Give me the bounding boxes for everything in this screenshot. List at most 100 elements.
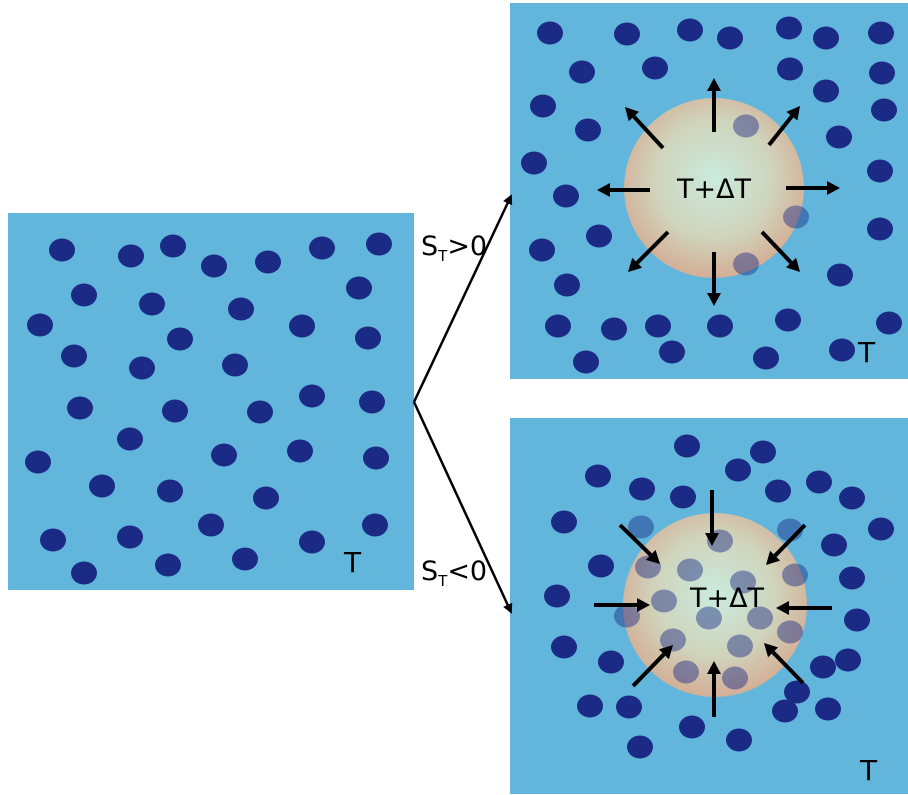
particle-dot: [157, 479, 183, 503]
particle-dot: [309, 236, 335, 260]
branch-negative-subscript: T: [437, 572, 448, 590]
particle-dot: [228, 297, 254, 321]
particle-dot: [813, 26, 839, 50]
particle-dot: [588, 554, 614, 578]
particle-dot: [289, 314, 315, 338]
initial-temperature-label: T: [343, 546, 362, 579]
branch-positive-subscript: T: [437, 247, 448, 265]
particle-dot: [359, 390, 385, 414]
particle-dot: [554, 273, 580, 297]
particle-dot: [673, 660, 699, 684]
particle-dot: [253, 486, 279, 510]
particle-dot: [696, 606, 722, 630]
particle-dot: [670, 485, 696, 509]
arrow-icon: [625, 107, 665, 150]
particle-dot: [49, 238, 75, 262]
particle-dot: [645, 314, 671, 338]
arrow-icon: [776, 601, 832, 615]
initial-panel: T: [8, 213, 414, 590]
particle-dot: [753, 346, 779, 370]
particle-dot: [659, 340, 685, 364]
particle-dot: [211, 443, 237, 467]
particle-dot: [71, 283, 97, 307]
arrow-icon: [594, 598, 650, 612]
particle-dot: [586, 224, 612, 248]
particle-dot: [601, 317, 627, 341]
particle-dot: [747, 606, 773, 630]
particle-dot: [835, 648, 861, 672]
particle-dot: [355, 326, 381, 350]
particle-dot: [810, 655, 836, 679]
particle-dot: [642, 56, 668, 80]
particle-dot: [222, 353, 248, 377]
particle-dot: [118, 244, 144, 268]
particle-dot: [867, 217, 893, 241]
particle-dot: [553, 184, 579, 208]
particle-dot: [674, 434, 700, 458]
particle-dot: [530, 94, 556, 118]
particle-dot: [299, 384, 325, 408]
arrow-icon: [760, 230, 800, 272]
particle-dot: [839, 486, 865, 510]
particle-dot: [867, 159, 893, 183]
particle-dot: [544, 584, 570, 608]
particle-dot: [521, 151, 547, 175]
negative-temperature-label: T: [859, 754, 878, 787]
arrow-icon: [618, 523, 660, 564]
particle-dot: [660, 628, 686, 652]
particle-dot: [876, 311, 902, 335]
particle-dot: [722, 666, 748, 690]
particle-dot: [727, 634, 753, 658]
arrow-icon: [705, 490, 719, 546]
particle-dot: [67, 396, 93, 420]
particle-dot: [733, 114, 759, 138]
branch-positive-symbol: S: [421, 231, 438, 262]
particle-dot: [707, 314, 733, 338]
particle-dot: [775, 308, 801, 332]
particle-dot: [627, 735, 653, 759]
arrow-icon: [597, 183, 650, 197]
particle-dot: [733, 252, 759, 276]
particle-dot: [117, 525, 143, 549]
arrow-icon: [707, 661, 721, 717]
particle-dot: [677, 558, 703, 582]
particle-dot: [827, 263, 853, 287]
particle-dot: [725, 458, 751, 482]
particle-dot: [117, 427, 143, 451]
branch-negative-relation: <0: [447, 556, 487, 587]
particle-dot: [730, 570, 756, 594]
negative-soret-particles-in-hot-zone: [614, 515, 808, 690]
particle-dot: [569, 60, 595, 84]
negative-soret-inward-arrows: [594, 490, 832, 717]
branch-negative-symbol: S: [421, 556, 438, 587]
particle-dot: [551, 510, 577, 534]
particle-dot: [27, 313, 53, 337]
positive-temperature-label: T: [857, 336, 876, 369]
particle-dot: [167, 327, 193, 351]
particle-dot: [363, 446, 389, 470]
particle-dot: [255, 250, 281, 274]
particle-dot: [777, 620, 803, 644]
particle-dot: [573, 350, 599, 374]
particle-dot: [806, 470, 832, 494]
particle-dot: [783, 205, 809, 229]
negative-center-label: T+ΔT: [689, 583, 765, 614]
particle-dot: [247, 400, 273, 424]
particle-dot: [25, 450, 51, 474]
particle-dot: [750, 440, 776, 464]
arrow-icon: [631, 645, 673, 688]
particle-dot: [651, 589, 677, 613]
particle-dot: [821, 533, 847, 557]
particle-dot: [815, 697, 841, 721]
particle-dot: [782, 563, 808, 587]
arrow-icon: [786, 181, 840, 195]
particle-dot: [628, 515, 654, 539]
negative-soret-particles: [544, 434, 894, 759]
particle-dot: [346, 276, 372, 300]
particle-dot: [362, 513, 388, 537]
particle-dot: [287, 439, 313, 463]
branch-label-negative: ST<0: [421, 556, 487, 590]
arrow-icon: [764, 643, 805, 685]
particle-dot: [366, 232, 392, 256]
